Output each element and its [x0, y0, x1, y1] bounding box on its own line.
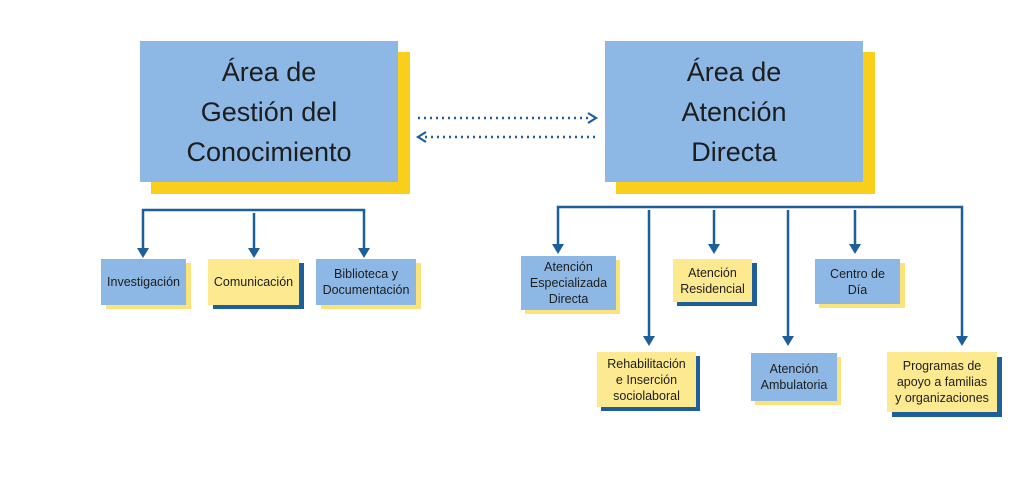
knowledge-area-box: Área de Gestión del Conocimiento — [140, 41, 410, 194]
node-comunicacion: Comunicación — [208, 259, 304, 309]
node-atencion-residencial: Atención Residencial — [673, 259, 757, 306]
dotted-link-arrows — [415, 112, 599, 143]
node-investigacion: Investigación — [101, 259, 191, 309]
direct-area-box: Área de Atención Directa — [605, 41, 875, 194]
knowledge-area-label: Área de Gestión del Conocimiento — [186, 56, 352, 167]
knowledge-tree-lines — [141, 208, 366, 250]
knowledge-tree-arrowheads — [137, 248, 370, 258]
node-biblioteca: Biblioteca y Documentación — [316, 259, 421, 309]
node-centro-de-dia: Centro de Día — [815, 259, 905, 308]
direct-tree-arrowheads — [552, 244, 968, 346]
node-atencion-ambulatoria: Atención Ambulatoria — [751, 353, 841, 405]
node-programas-apoyo: Programas de apoyo a familias y organiza… — [887, 352, 1002, 417]
direct-tree-lines — [556, 205, 964, 338]
direct-area-label: Área de Atención Directa — [681, 56, 787, 167]
node-rehabilitacion: Rehabilitación e Inserción sociolaboral — [597, 352, 700, 411]
node-atencion-especializada: Atención Especializada Directa — [521, 256, 620, 314]
